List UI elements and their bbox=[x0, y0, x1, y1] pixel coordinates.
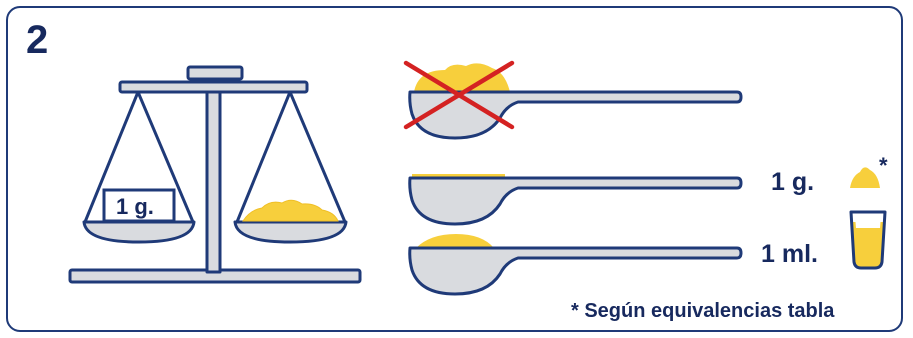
weight-label: 1 g. bbox=[116, 194, 154, 220]
powder-pile-icon bbox=[243, 200, 338, 221]
rounded-spoon-icon bbox=[410, 234, 741, 294]
heaped-spoon-icon bbox=[410, 63, 741, 138]
balance-scale-icon bbox=[70, 67, 360, 282]
footnote: * Según equivalencias tabla bbox=[571, 300, 834, 323]
level-spoon-icon bbox=[410, 174, 741, 224]
gram-label: 1 g. bbox=[771, 168, 814, 197]
ml-label: 1 ml. bbox=[761, 240, 818, 269]
step-number: 2 bbox=[26, 18, 48, 63]
powder-pile-icon bbox=[850, 167, 880, 188]
measuring-cup-icon bbox=[851, 212, 885, 268]
asterisk-mark: * bbox=[879, 153, 888, 179]
